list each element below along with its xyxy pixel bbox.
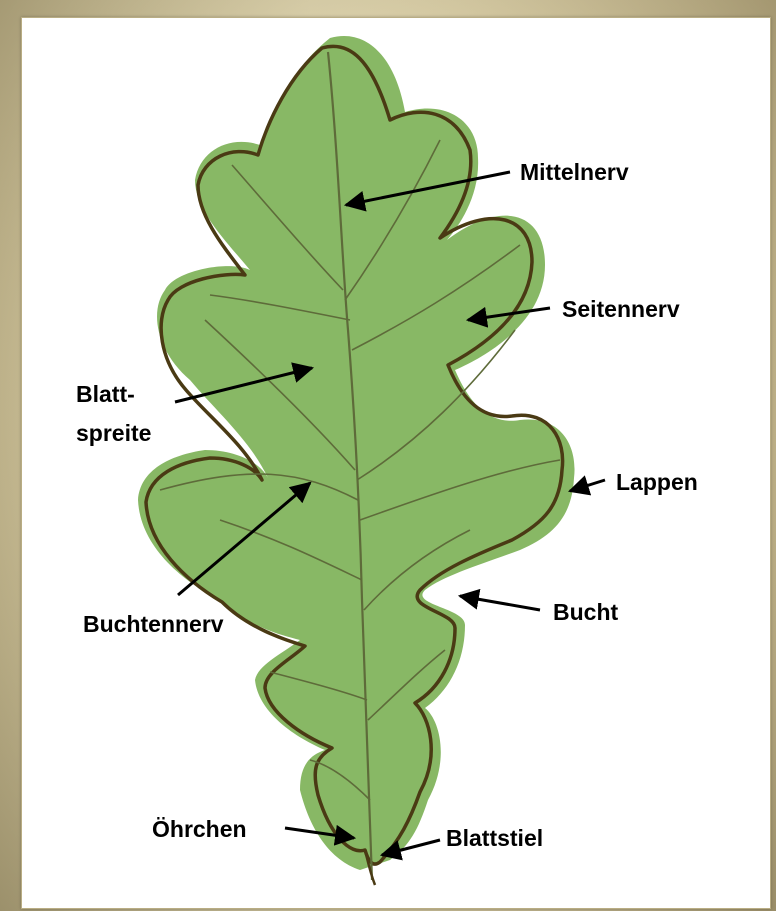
arrow-bucht: [460, 596, 540, 610]
label-buchtennerv: Buchtennerv: [83, 611, 224, 637]
label-oehrchen: Öhrchen: [152, 816, 247, 842]
arrow-lappen: [570, 480, 605, 491]
label-blattstiel: Blattstiel: [446, 825, 543, 851]
label-bucht: Bucht: [553, 599, 619, 625]
label-blattspreite-line2: spreite: [76, 420, 151, 446]
label-lappen: Lappen: [616, 469, 698, 495]
label-seitennerv: Seitennerv: [562, 296, 680, 322]
label-blattspreite-line1: Blatt-: [76, 381, 135, 407]
label-mittelnerv: Mittelnerv: [520, 159, 629, 185]
